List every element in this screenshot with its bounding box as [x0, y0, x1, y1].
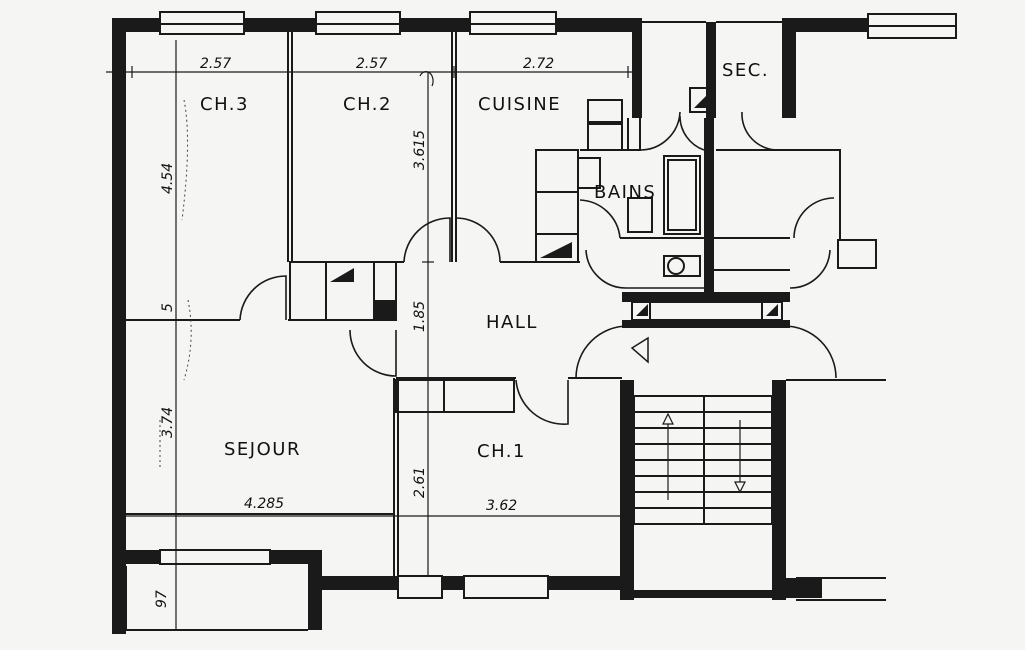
- dim-ch1-depth: 2.61: [412, 467, 428, 498]
- label-sejour: SEJOUR: [224, 439, 301, 460]
- label-sec: SEC.: [722, 60, 769, 81]
- exterior-walls: [112, 18, 868, 634]
- label-hall: HALL: [486, 312, 538, 333]
- bath-fixtures: [330, 87, 877, 321]
- label-ch3: CH.3: [200, 94, 249, 115]
- room-labels: CH.3 CH.2 CUISINE SEC. BAINS HALL SEJOUR…: [200, 60, 769, 462]
- label-ch1: CH.1: [477, 441, 526, 462]
- staircase: [633, 395, 773, 525]
- dim-ch1-width: 3.62: [486, 498, 517, 514]
- dim-wall-5: 5: [160, 303, 176, 312]
- dim-ch2-width: 2.57: [356, 56, 387, 72]
- door-swings: [239, 111, 837, 425]
- dim-hall-depth: 1.85: [412, 301, 428, 332]
- dim-balcony-depth: 97: [154, 590, 170, 608]
- dim-sejour-width: 4.285: [244, 496, 284, 512]
- windows: [125, 11, 957, 631]
- label-ch2: CH.2: [343, 94, 392, 115]
- dim-cuisine-width: 2.72: [523, 56, 554, 72]
- dim-ch3-width: 2.57: [200, 56, 231, 72]
- dim-sejour-depth: 3.74: [160, 407, 176, 438]
- dimension-labels: 2.57 2.57 2.72 4.54 3.615 1.85 5 3.74 4.…: [154, 56, 554, 608]
- dim-ch2-depth: 3.615: [412, 130, 428, 170]
- label-bains: BAINS: [594, 182, 656, 203]
- label-cuisine: CUISINE: [478, 94, 561, 115]
- dim-ch3-depth: 4.54: [160, 163, 176, 194]
- dimension-lines: [106, 40, 632, 630]
- kitchen-fixtures: [535, 99, 623, 263]
